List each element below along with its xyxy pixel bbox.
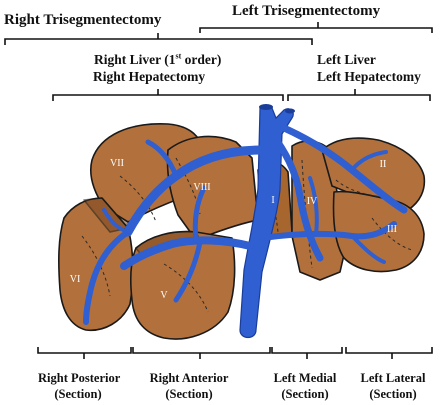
right-posterior-section-text: (Section): [54, 387, 102, 401]
right-trisegmentectomy-bracket: [4, 33, 313, 45]
left-hepatectomy-label: Left Hepatectomy: [317, 69, 421, 84]
vein-branches: [83, 124, 408, 325]
right-posterior-text: Right Posterior: [38, 371, 121, 385]
dashed-line-8: [265, 175, 279, 233]
segment-vi-block: [58, 197, 134, 331]
left-branch-iii: [350, 234, 386, 264]
left-medial-bracket: [271, 347, 343, 359]
right-liver-text: Right Liver (1: [94, 52, 176, 67]
left-hepatic-vein: [280, 124, 408, 214]
segment-dashed-lines: [81, 157, 413, 313]
segment-vii-label: VII: [110, 158, 124, 169]
right-hepatectomy-label: Right Hepatectomy: [93, 69, 206, 84]
segment-v-branch: [173, 239, 203, 303]
right-liver-order-text: order): [181, 52, 222, 67]
left-portal-branch: [259, 221, 397, 241]
left-medial-text: Left Medial: [273, 371, 337, 385]
dashed-line-6: [81, 235, 111, 297]
segment-vi-label: VI: [70, 274, 81, 285]
right-anterior-text: Right Anterior: [149, 371, 229, 385]
segment-v-block: [130, 230, 236, 340]
left-trisegmentectomy-bracket: [199, 22, 433, 33]
segment-vii-lower-face: [99, 206, 129, 233]
segment-i-label: I: [271, 195, 274, 206]
segment-ii-block: [321, 137, 426, 211]
segment-iii-label: III: [387, 224, 397, 235]
right-hepatic-vein: [123, 145, 267, 237]
dashed-line-1: [175, 157, 201, 215]
right-posterior-section-label: Right Posterior (Section): [38, 370, 121, 402]
segment-iv-block: [291, 140, 347, 281]
dashed-line-3: [301, 159, 313, 269]
segment-iii-block: [332, 190, 425, 273]
segment-viii-block: [166, 135, 259, 241]
segment-vii-block: [89, 123, 213, 223]
segment-ii-label: II: [380, 159, 387, 170]
right-posterior-bracket: [37, 347, 132, 359]
segment-vi-side-face: [83, 197, 129, 233]
vena-cava: [239, 104, 294, 339]
left-branch-iv: [308, 176, 319, 236]
right-anterior-section-text: (Section): [165, 387, 213, 401]
left-lateral-section-label: Left Lateral (Section): [355, 370, 431, 402]
segment-v-label: V: [160, 290, 168, 301]
right-liver-label: Right Liver (1st order): [94, 52, 221, 68]
left-medial-section-label: Left Medial (Section): [268, 370, 342, 402]
vena-cava-opening: [259, 104, 273, 110]
left-lateral-text: Left Lateral: [360, 371, 426, 385]
left-hepatectomy-bracket: [287, 89, 431, 101]
right-anterior-branch: [192, 185, 207, 243]
segment-i-block: [257, 161, 293, 239]
segment-v-top-face: [135, 230, 201, 257]
left-trisegmentectomy-label: Left Trisegmentectomy: [232, 3, 381, 19]
right-branch-vi-upper: [102, 208, 130, 234]
right-branch-upper: [145, 139, 179, 179]
right-branch-posterior: [83, 229, 131, 325]
middle-hepatic-vein: [268, 130, 324, 262]
right-hepatectomy-bracket: [52, 89, 284, 101]
segment-viii-label: VIII: [193, 182, 210, 193]
liver-segments: [58, 123, 426, 340]
portal-vein-main: [120, 236, 254, 270]
left-lateral-bracket: [345, 347, 433, 359]
segment-iv-label: IV: [307, 196, 318, 207]
dashed-line-7: [163, 263, 209, 313]
dashed-line-4: [335, 179, 393, 199]
right-anterior-section-label: Right Anterior (Section): [140, 370, 238, 402]
segment-labels: VII VIII I IV II III VI V: [70, 158, 397, 301]
right-trisegmentectomy-label: Right Trisegmentectomy: [4, 12, 162, 28]
left-branch-ii: [350, 150, 388, 172]
dashed-line-5: [371, 217, 413, 251]
vena-cava-branch-opening: [285, 108, 295, 114]
first-order-superscript: st: [175, 51, 182, 61]
dashed-line-2: [119, 175, 157, 223]
left-liver-label: Left Liver: [317, 52, 376, 67]
right-anterior-bracket: [132, 347, 271, 359]
blood-vessels: [83, 104, 408, 339]
left-lateral-section-text: (Section): [369, 387, 417, 401]
left-medial-section-text: (Section): [281, 387, 329, 401]
